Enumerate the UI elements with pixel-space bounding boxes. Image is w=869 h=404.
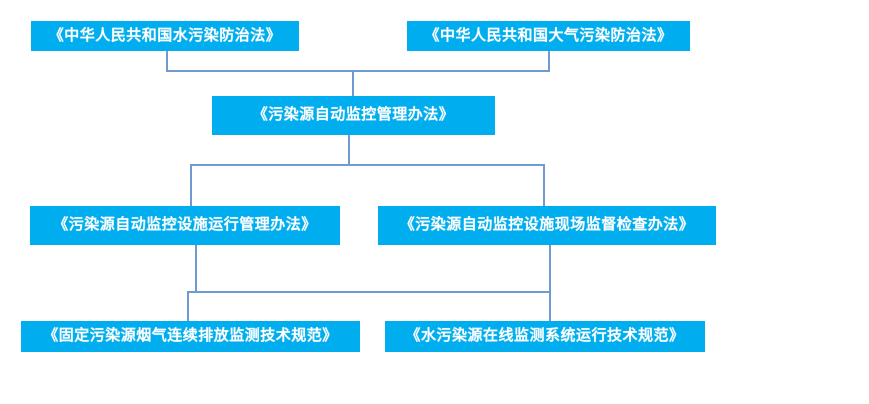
- connector-c3b-bus: [187, 291, 551, 293]
- node-measure-auto-monitor-admin[interactable]: 《污染源自动监控管理办法》: [212, 96, 495, 135]
- connector-c2-bus: [190, 164, 545, 166]
- node-measure-onsite-supervision[interactable]: 《污染源自动监控设施现场监督检查办法》: [378, 206, 716, 245]
- connector-c3a-drop-left: [195, 245, 197, 293]
- node-law-water[interactable]: 《中华人民共和国水污染防治法》: [31, 21, 299, 51]
- connector-c3a-drop-right: [549, 245, 551, 293]
- connector-c1-drop-air: [548, 51, 550, 72]
- connector-c1-drop-water: [166, 51, 168, 72]
- connector-c2-drop-right: [543, 164, 545, 207]
- connector-c1-drop-center: [352, 70, 354, 96]
- connector-c3b-drop-right: [549, 291, 551, 322]
- node-spec-water-online-monitoring[interactable]: 《水污染源在线监测系统运行技术规范》: [385, 321, 705, 352]
- connector-c1-bus: [166, 70, 550, 72]
- connector-c3b-drop-left: [187, 291, 189, 322]
- connector-c2-drop-left: [190, 164, 192, 207]
- connector-c2-drop-center: [348, 135, 350, 166]
- node-law-air[interactable]: 《中华人民共和国大气污染防治法》: [407, 21, 690, 51]
- node-measure-facility-operation[interactable]: 《污染源自动监控设施运行管理办法》: [30, 206, 340, 245]
- node-spec-cems-flue-gas[interactable]: 《固定污染源烟气连续排放监测技术规范》: [21, 321, 360, 352]
